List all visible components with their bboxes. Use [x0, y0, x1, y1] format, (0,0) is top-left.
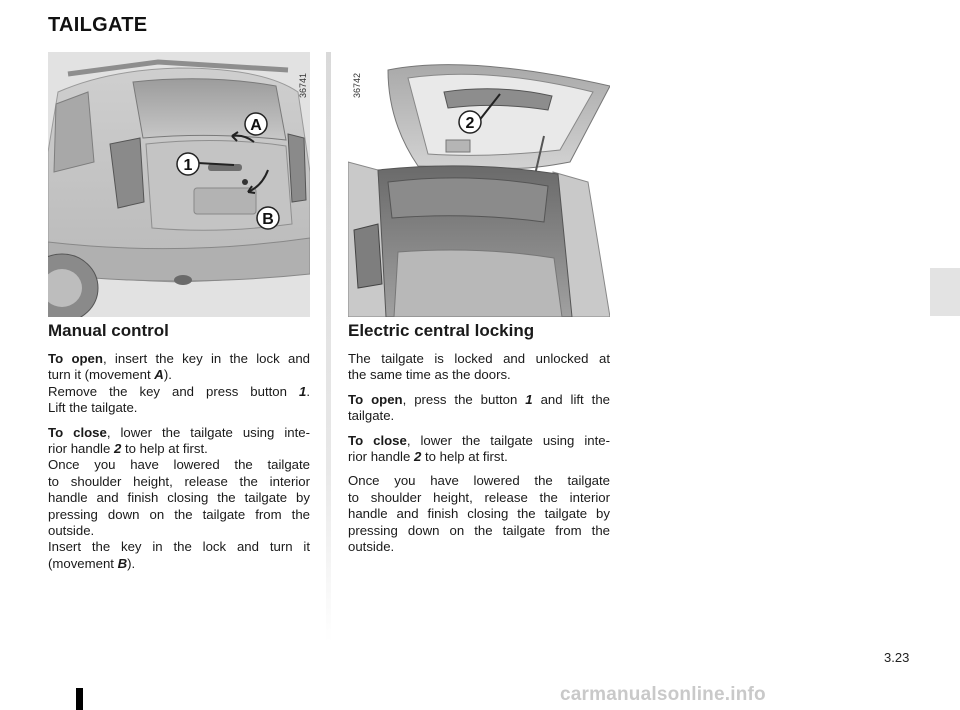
text-line: (movement B). [48, 555, 136, 571]
callout-one: 1 [176, 152, 200, 176]
text-line: Remove the key and press button 1. [48, 383, 310, 399]
callout-two: 2 [458, 110, 482, 134]
paragraph-close: To close, lower the tailgate using inte-… [348, 433, 610, 466]
car-rear-illustration: A 1 B [48, 52, 310, 317]
svg-text:A: A [250, 117, 262, 134]
callout-b: B [256, 206, 280, 230]
text-line: to shoulder height, release the interior [48, 473, 310, 489]
manual-control-section: Manual control To open, insert the key i… [48, 320, 310, 580]
paragraph-close: To close, lower the tailgate using inte-… [48, 425, 310, 573]
text-line: Once you have lowered the tailgate [48, 457, 310, 473]
text-line: To close, lower the tailgate using inte- [348, 432, 610, 448]
text-line: to shoulder height, release the interior [348, 489, 610, 505]
text-line: handle and finish closing the tailgate b… [348, 506, 610, 522]
text-line: To open, insert the key in the lock and [48, 351, 310, 366]
text-line: tailgate. [348, 408, 395, 424]
svg-text:1: 1 [184, 157, 193, 174]
text-line: To open, press the button 1 and lift the [348, 391, 611, 407]
arrow-b-icon [247, 169, 269, 193]
page-marker-bar [76, 688, 83, 710]
text-line: rior handle 2 to help at first. [348, 449, 508, 465]
text-line: Once you have lowered the tailgate [348, 473, 610, 489]
paragraph-open: To open, press the button 1 and lift the… [348, 392, 610, 425]
text-line: turn it (movement A). [48, 367, 172, 383]
svg-text:2: 2 [466, 115, 475, 132]
figure-tailgate-closed: A 1 B [48, 52, 310, 317]
figure-reference-2: 36742 [352, 72, 362, 98]
text-line: the same time as the doors. [348, 367, 511, 383]
text-line: rior handle 2 to help at first. [48, 441, 208, 457]
paragraph-open: To open, insert the key in the lock and … [48, 351, 310, 417]
watermark: carmanualsonline.info [560, 684, 766, 705]
column-divider [326, 52, 331, 642]
section-heading: Electric central locking [348, 321, 535, 340]
text-line: outside. [348, 539, 395, 555]
figure-reference-1: 36741 [298, 72, 308, 98]
page-number: 3.23 [884, 650, 910, 665]
paragraph-finish: Once you have lowered the tailgate to sh… [348, 473, 610, 555]
section-side-tab [930, 268, 960, 316]
text-line: pressing down on the tailgate from the [348, 522, 610, 538]
text-line: The tailgate is locked and unlocked at [348, 351, 610, 366]
callout-a: A [244, 112, 268, 136]
svg-text:B: B [262, 211, 274, 228]
section-heading: Manual control [48, 321, 169, 340]
text-line: To close, lower the tailgate using inte- [48, 424, 310, 440]
text-line: pressing down on the tailgate from the [48, 506, 310, 522]
text-line: Insert the key in the lock and turn it [48, 539, 310, 555]
electric-locking-section: Electric central locking The tailgate is… [348, 320, 610, 563]
text-line: Lift the tailgate. [48, 400, 138, 416]
paragraph-intro: The tailgate is locked and unlocked at t… [348, 351, 610, 384]
text-line: handle and finish closing the tailgate b… [48, 490, 310, 506]
figure-tailgate-open: 2 [348, 52, 610, 317]
open-boot-illustration: 2 [348, 52, 610, 317]
page-title: TAILGATE [48, 14, 148, 36]
text-line: outside. [48, 523, 95, 539]
